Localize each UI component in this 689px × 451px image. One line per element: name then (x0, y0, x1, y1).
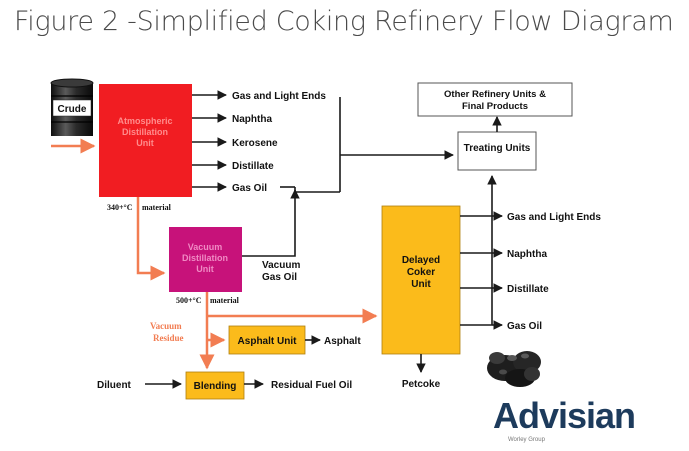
vacuum-unit-line3: Unit (196, 264, 214, 274)
vacuum-unit-line1: Vacuum (188, 242, 223, 252)
atm-bottom-material: material (142, 203, 172, 212)
crude-label: Crude (58, 104, 87, 115)
vacuum-gas-oil-line2: Gas Oil (262, 272, 297, 283)
vacuum-residue-line2: Residue (153, 333, 184, 343)
diluent-label: Diluent (97, 380, 132, 391)
other-units-line1: Other Refinery Units & (444, 89, 546, 100)
vacuum-gas-oil-line1: Vacuum (262, 260, 300, 271)
vac-bottom-material: material (210, 296, 240, 305)
atm-residue-flow (136, 197, 166, 281)
atm-product-kerosene: Kerosene (232, 138, 278, 149)
vacuum-distillation-unit (169, 227, 242, 292)
atm-product-gas-oil: Gas Oil (232, 183, 267, 194)
atmospheric-unit-line1: Atmospheric (117, 116, 172, 126)
vacuum-unit-line2: Distillation (182, 253, 228, 263)
coker-product-distillate: Distillate (507, 284, 549, 295)
advisian-logo: Advisian Worley Group (493, 395, 636, 443)
asphalt-product: Asphalt (324, 336, 361, 347)
other-units-line2: Final Products (462, 101, 528, 112)
logo-name: Advisian (493, 395, 635, 436)
blending-label: Blending (194, 381, 237, 392)
treating-units-label: Treating Units (464, 143, 531, 154)
coker-line1: Delayed (402, 255, 440, 266)
atm-bottom-temp: 340+°C (107, 203, 133, 212)
coker-product-gas-oil: Gas Oil (507, 321, 542, 332)
treating-units (457, 131, 537, 171)
coker-line2: Coker (407, 267, 435, 278)
vac-bottom-temp: 500+°C (176, 296, 202, 305)
atmospheric-unit-line3: Unit (136, 138, 154, 148)
blending-unit (185, 371, 245, 400)
coker-product-naphtha: Naphtha (507, 249, 547, 260)
coker-line3: Unit (411, 279, 431, 290)
atm-product-naphtha: Naphtha (232, 114, 272, 125)
page-title: Figure 2 -Simplified Coking Refinery Flo… (14, 6, 674, 37)
atmospheric-unit-line2: Distillation (122, 127, 168, 137)
petcoke-label: Petcoke (402, 379, 441, 390)
petcoke-image (487, 351, 541, 387)
delayed-coker-unit (381, 205, 461, 355)
residual-fuel-oil-label: Residual Fuel Oil (271, 380, 352, 391)
coker-product-gas-light-ends: Gas and Light Ends (507, 212, 601, 223)
asphalt-unit-label: Asphalt Unit (238, 336, 298, 347)
logo-subtitle: Worley Group (508, 437, 546, 443)
other-refinery-units (417, 82, 573, 117)
crude-barrel: Crude (50, 78, 94, 136)
vacuum-gas-oil-flow (242, 189, 300, 257)
vacuum-residue-line1: Vacuum (150, 321, 182, 331)
atm-product-distillate: Distillate (232, 161, 274, 172)
atmospheric-distillation-unit (99, 84, 192, 197)
atm-product-gas-light-ends: Gas and Light Ends (232, 91, 326, 102)
